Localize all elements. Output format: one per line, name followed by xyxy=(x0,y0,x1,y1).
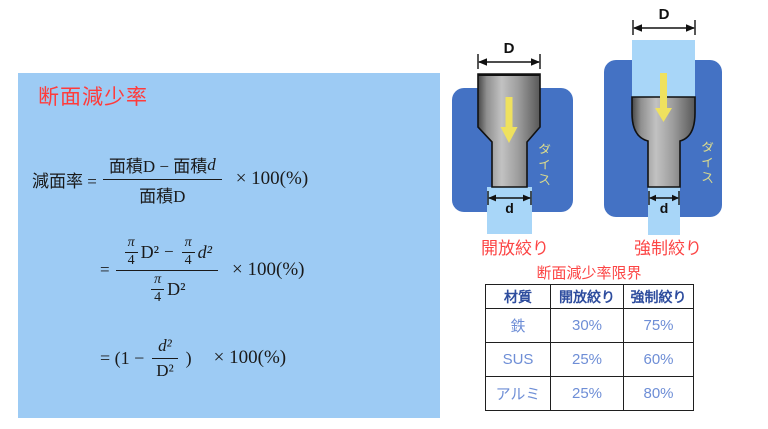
formula2-denominator: π 4 D² xyxy=(142,271,191,305)
dim-arrow-right xyxy=(672,194,679,202)
dimension-line-D xyxy=(477,54,541,69)
material-cell: アルミ xyxy=(485,376,551,411)
open-drawing-caption: 開放絞り xyxy=(481,239,549,258)
formula3-open: = (1 − xyxy=(100,347,145,368)
formula-simplified: = (1 − d² D² ) × 100(%) xyxy=(100,335,286,381)
dim-arrow-left xyxy=(488,194,496,202)
formula2-fraction: π 4 D² − π 4 d² π 4 D² xyxy=(115,235,219,306)
diameter-d-label: d xyxy=(659,200,669,216)
down-arrow-head xyxy=(655,108,672,122)
formula2-numerator: π 4 D² − π 4 d² xyxy=(115,235,219,272)
open-value-cell: 30% xyxy=(550,308,624,343)
header-material: 材質 xyxy=(485,284,551,309)
material-cell: 鉄 xyxy=(485,308,551,343)
formula2-equals: = xyxy=(100,260,110,280)
formula3-tail: × 100(%) xyxy=(213,347,287,368)
forced-drawing-graphic xyxy=(604,20,722,235)
forced-drawing-caption: 強制絞り xyxy=(634,239,702,258)
open-value-cell: 25% xyxy=(550,342,624,377)
formula1-lhs: 減面率 = xyxy=(32,171,97,191)
header-forced-drawing: 強制絞り xyxy=(623,284,694,309)
dim-arrow-left xyxy=(649,194,656,202)
open-value-cell: 25% xyxy=(550,376,624,411)
formula2-tail: × 100(%) xyxy=(232,259,305,281)
down-arrow-shaft xyxy=(660,73,667,108)
down-arrow-head xyxy=(500,127,518,143)
formula-pi-form: = π 4 D² − π 4 d² π xyxy=(100,235,304,306)
material-cell: SUS xyxy=(485,342,551,377)
page-title: 断面減少率 xyxy=(38,86,148,109)
dim-arrow-right xyxy=(523,194,531,202)
drawn-wire xyxy=(487,187,532,234)
die-label: ダイス xyxy=(698,138,714,188)
pi-over-four: π 4 xyxy=(124,235,138,268)
pi-over-four: π 4 xyxy=(181,235,195,268)
forced-value-cell: 80% xyxy=(623,376,694,411)
formula3-fraction: d² D² xyxy=(150,335,179,381)
forced-value-cell: 60% xyxy=(623,342,694,377)
dim-arrow-right xyxy=(686,24,695,32)
diameter-D-label: D xyxy=(658,6,670,23)
dim-arrow-right xyxy=(531,58,540,66)
diameter-d-label: d xyxy=(505,200,514,216)
diameter-D-label: D xyxy=(503,40,515,57)
diagram-open-drawing: D d ダイス 開放絞り xyxy=(445,20,585,260)
dim-arrow-left xyxy=(633,24,642,32)
down-arrow-shaft xyxy=(505,97,513,128)
die-label: ダイス xyxy=(535,140,551,190)
diagram-forced-drawing: D d ダイス 強制絞り xyxy=(598,0,738,258)
dimension-line-D xyxy=(632,20,696,35)
workpiece xyxy=(631,96,696,188)
table-title: 断面減少率限界 xyxy=(536,265,642,282)
header-open-drawing: 開放絞り xyxy=(550,284,624,309)
table-row: SUS 25% 60% xyxy=(485,342,694,377)
table-row: アルミ 25% 80% xyxy=(485,376,694,411)
pi-over-four: π 4 xyxy=(151,273,165,305)
formula1-tail: × 100(%) xyxy=(235,168,309,189)
formula3-close: ) xyxy=(185,347,192,368)
drawn-wire xyxy=(648,187,680,235)
table-row: 鉄 30% 75% xyxy=(485,308,694,343)
open-drawing-graphic xyxy=(452,54,573,234)
table-header-row: 材質 開放絞り 強制絞り xyxy=(485,284,694,309)
reduction-limit-table: 材質 開放絞り 強制絞り 鉄 30% 75% SUS 25% 60% アルミ 2… xyxy=(485,284,694,411)
dim-arrow-left xyxy=(478,58,487,66)
formula1-denominator: 面積D xyxy=(139,187,186,206)
forced-value-cell: 75% xyxy=(623,308,694,343)
